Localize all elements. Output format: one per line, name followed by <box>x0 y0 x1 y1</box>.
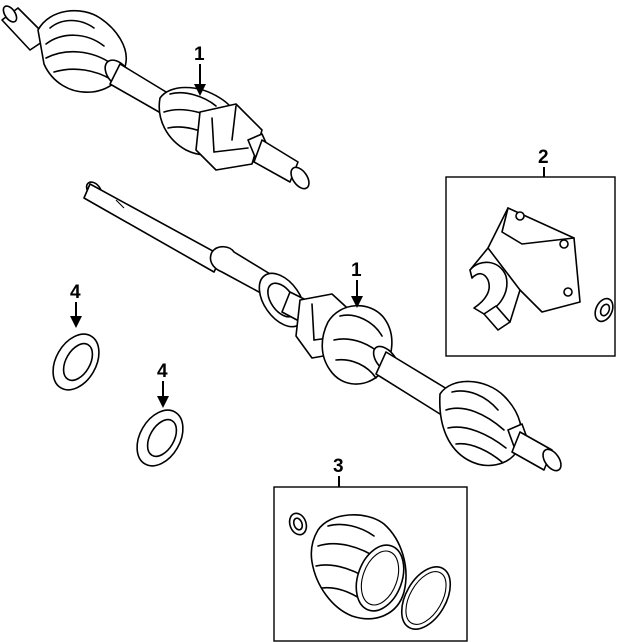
callout-label: 4 <box>70 282 81 303</box>
upper-axle-shaft[interactable] <box>1 4 313 192</box>
callout-label: 4 <box>157 361 168 382</box>
seal-ring-lower[interactable] <box>128 402 193 474</box>
detail-box-bracket <box>445 176 616 357</box>
callout-1-lower[interactable]: 1 <box>351 260 363 308</box>
seal-ring-upper[interactable] <box>44 326 109 398</box>
callout-3[interactable]: 3 <box>333 456 344 487</box>
callout-1-upper[interactable]: 1 <box>194 44 206 96</box>
detail-box-boot-kit <box>273 486 468 642</box>
callout-4-upper[interactable]: 4 <box>70 282 82 328</box>
callout-label: 1 <box>351 260 362 281</box>
support-bracket[interactable] <box>469 207 616 331</box>
callout-4-lower[interactable]: 4 <box>157 361 169 408</box>
callout-2[interactable]: 2 <box>538 147 549 177</box>
boot-kit[interactable] <box>287 511 461 638</box>
callout-label: 1 <box>194 44 205 65</box>
callout-label: 3 <box>333 456 344 477</box>
lower-axle-shaft[interactable] <box>83 179 565 474</box>
callout-label: 2 <box>538 147 549 168</box>
